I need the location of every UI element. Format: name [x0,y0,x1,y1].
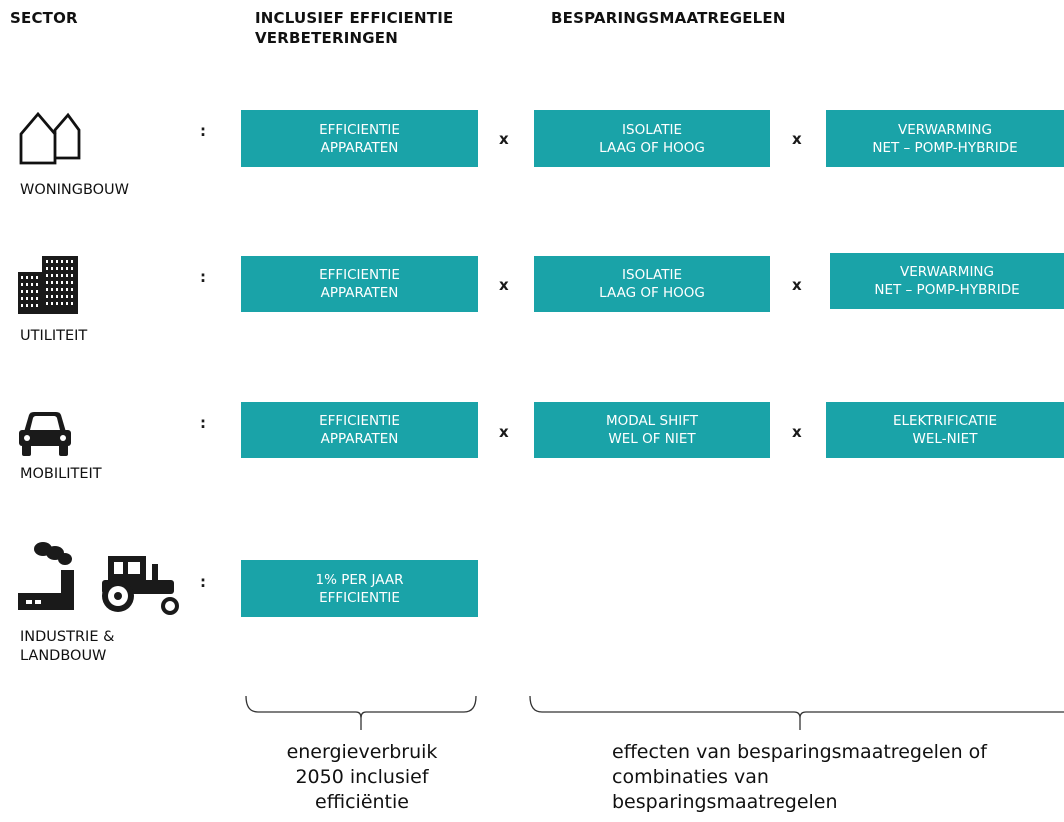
note-energy-usage: energieverbruik 2050 inclusief efficiënt… [286,741,438,813]
header-sector: SECTOR [10,9,78,27]
factory-tractor-icon [18,542,179,615]
car-icon [19,412,71,456]
note-measure-effects: effecten van besparingsmaatregelen of co… [612,741,987,813]
office-building-icon [18,256,78,314]
multiply-operator: x [499,423,509,441]
colon: : [200,573,206,591]
houses-icon [19,111,81,165]
header-efficiency: INCLUSIEF EFFICIENTIE VERBETERINGEN [255,9,454,47]
bracket-efficiency [245,695,477,730]
bracket-measures [529,695,1064,730]
header-measures: BESPARINGSMAATREGELEN [551,9,786,27]
multiply-operator: x [792,130,802,148]
sector-label-utiliteit: UTILITEIT [20,328,88,344]
multiply-operator: x [499,130,509,148]
multiply-operator: x [792,276,802,294]
sector-label-woningbouw: WONINGBOUW [20,182,130,198]
sector-label-mobiliteit: MOBILITEIT [20,466,102,482]
multiply-operator: x [499,276,509,294]
colon: : [200,122,206,140]
multiply-operator: x [792,423,802,441]
sector-label-industrie-landbouw: INDUSTRIE & LANDBOUW [20,629,115,664]
colon: : [200,268,206,286]
colon: : [200,414,206,432]
